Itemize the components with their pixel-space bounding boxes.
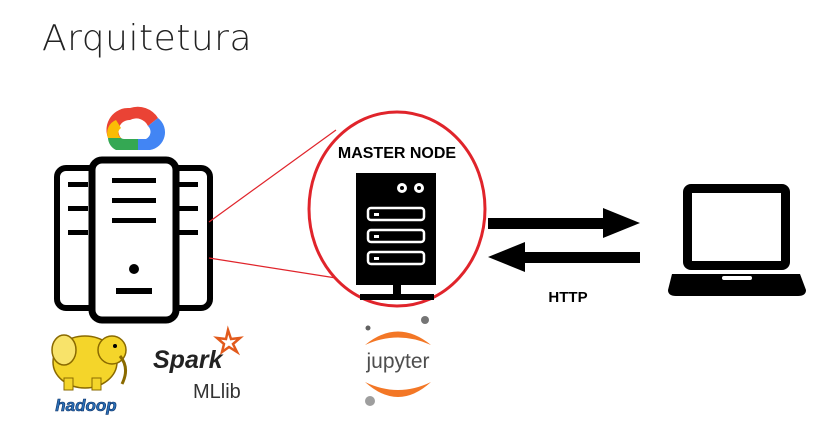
spark-wordmark: Spark bbox=[153, 346, 224, 374]
master-node-label: MASTER NODE bbox=[338, 145, 457, 162]
server-cluster-icon bbox=[54, 156, 213, 324]
jupyter-wordmark: jupyter bbox=[365, 350, 429, 373]
hadoop-wordmark: hadoop bbox=[55, 396, 116, 415]
slide-title: Arquitetura bbox=[42, 18, 253, 59]
master-server-icon bbox=[356, 173, 436, 300]
http-label: HTTP bbox=[548, 289, 587, 306]
hadoop-logo-icon: hadoop bbox=[51, 334, 127, 415]
response-arrow-icon bbox=[488, 242, 640, 272]
mllib-label: MLlib bbox=[193, 381, 241, 403]
request-arrow-icon bbox=[488, 208, 640, 238]
jupyter-logo-icon: jupyter bbox=[365, 316, 431, 406]
spark-logo-icon: Spark bbox=[153, 325, 244, 374]
connector-line-bottom bbox=[208, 257, 337, 279]
connector-line-top bbox=[208, 129, 337, 223]
laptop-icon bbox=[668, 184, 806, 296]
google-cloud-icon bbox=[106, 106, 166, 150]
master-node-ring bbox=[307, 110, 487, 308]
